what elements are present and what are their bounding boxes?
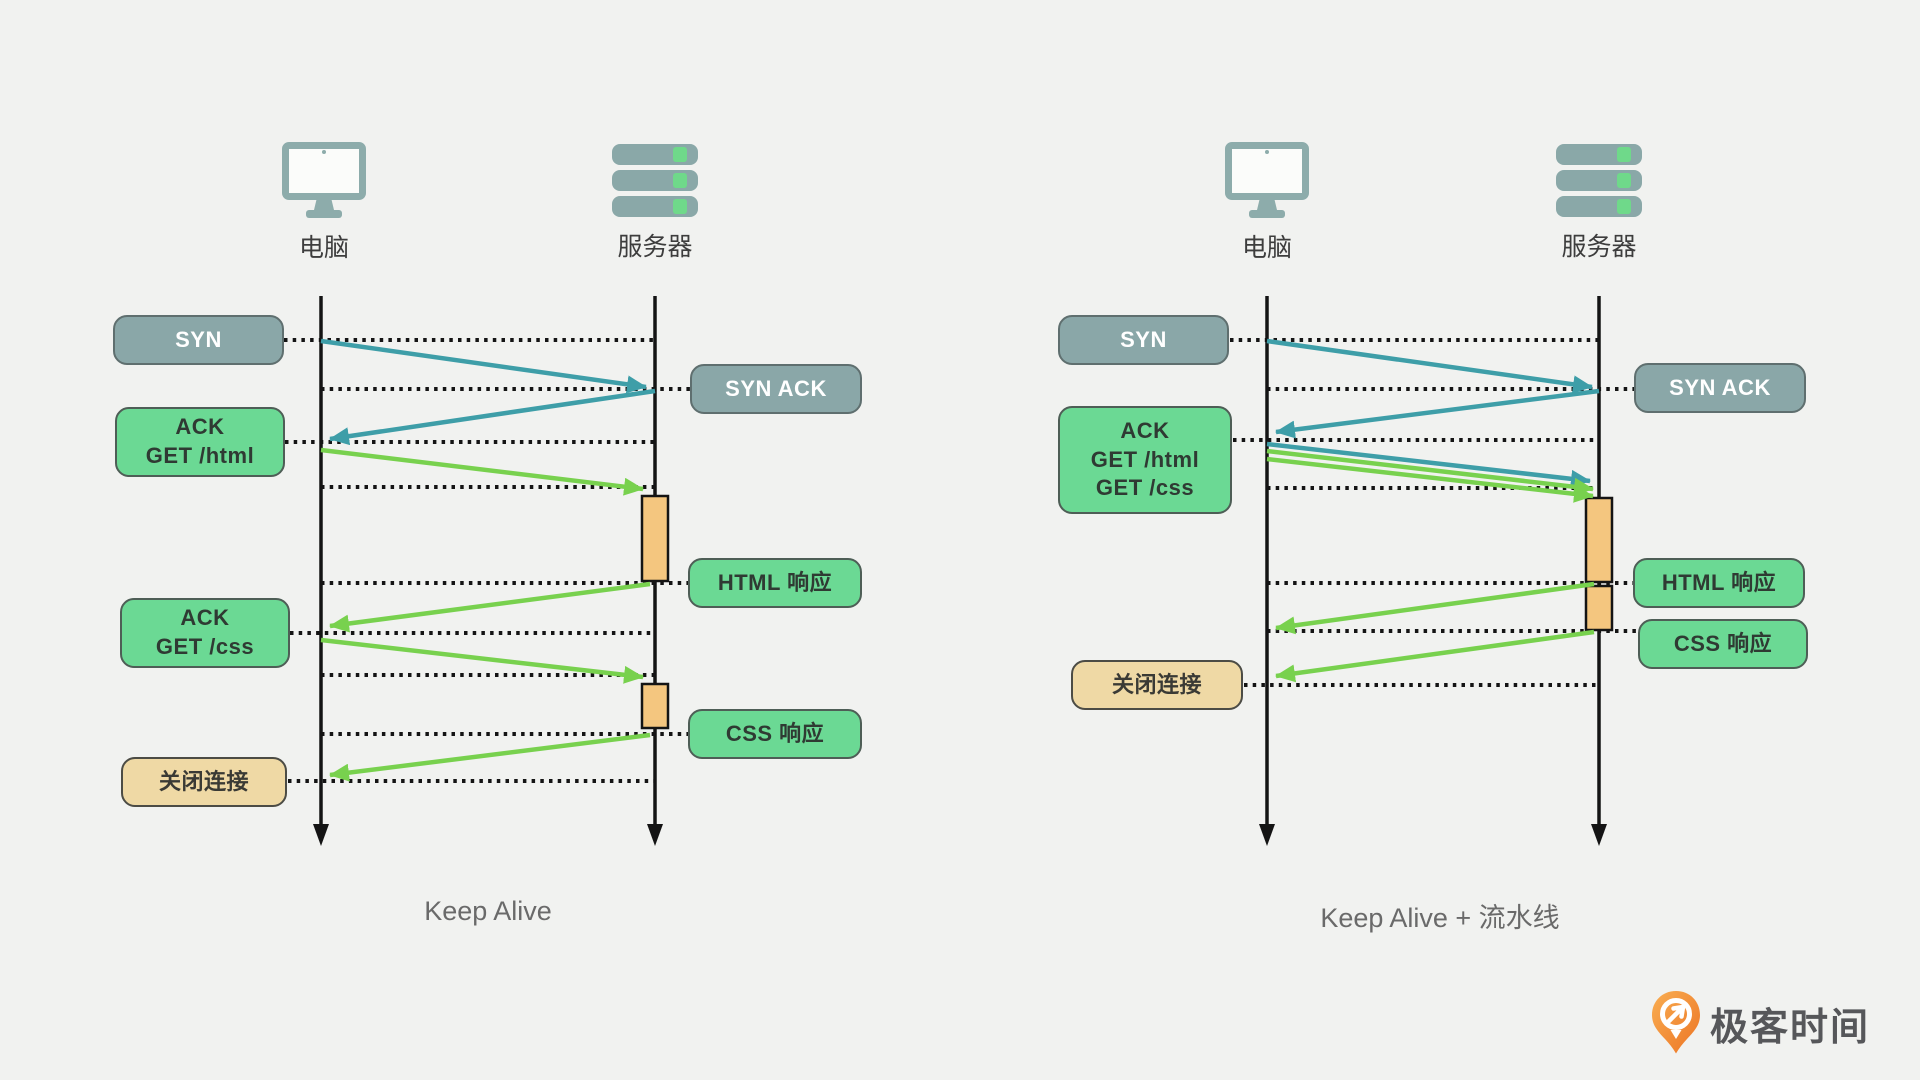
camera-dot-icon xyxy=(322,150,326,154)
right-caption: Keep Alive + 流水线 xyxy=(1320,903,1560,933)
server-led xyxy=(673,199,687,214)
server-bar xyxy=(612,170,698,191)
server-led xyxy=(673,173,687,188)
server-led xyxy=(1617,173,1631,188)
left-ack-get-html-badge: ACK GET /html xyxy=(115,407,285,477)
pin-notch xyxy=(1670,1030,1682,1039)
left-ack-line: ACK xyxy=(180,605,230,631)
right-synack-badge: SYN ACK xyxy=(1634,363,1806,413)
right-html-response-badge: HTML 响应 xyxy=(1633,558,1805,608)
server-led xyxy=(1617,147,1631,162)
left-syn-arrow xyxy=(320,338,647,394)
right-syn-badge-label: SYN xyxy=(1120,326,1167,352)
client-label: 电脑 xyxy=(298,234,349,262)
right-activation-box-css xyxy=(1584,584,1614,632)
right-syn-arrow xyxy=(1266,338,1593,394)
left-server-actor: 服务器 xyxy=(575,142,735,263)
left-get-css-line: GET /css xyxy=(155,634,255,659)
server-label: 服务器 xyxy=(1561,233,1637,261)
monitor-stand xyxy=(314,200,334,210)
server-bar xyxy=(612,196,698,217)
left-html-response-arrow xyxy=(329,581,651,633)
right-close-badge: 关闭连接 xyxy=(1071,660,1243,710)
left-activation-box-html xyxy=(640,494,670,583)
right-get-css-line: GET /css xyxy=(1095,475,1195,501)
left-caption: Keep Alive xyxy=(424,896,552,926)
computer-icon xyxy=(282,142,366,200)
left-ack-line: ACK xyxy=(175,414,225,440)
left-ack-get-css-badge: ACK GET /css xyxy=(120,598,290,668)
right-synack-badge-label: SYN ACK xyxy=(1669,374,1771,400)
right-close-label: 关闭连接 xyxy=(1111,671,1202,697)
right-css-response-badge: CSS 响应 xyxy=(1638,619,1808,669)
left-client-actor: 电脑 xyxy=(244,142,404,264)
monitor-base xyxy=(306,210,342,218)
right-activation-box-html xyxy=(1584,496,1614,584)
right-css-response-label: CSS 响应 xyxy=(1673,630,1773,656)
left-html-response-badge: HTML 响应 xyxy=(688,558,862,608)
left-synack-badge-label: SYN ACK xyxy=(725,375,827,401)
server-bar xyxy=(612,144,698,165)
server-led xyxy=(1617,199,1631,214)
left-close-badge: 关闭连接 xyxy=(121,757,287,807)
left-synack-badge: SYN ACK xyxy=(690,364,862,414)
right-synack-arrow xyxy=(1275,388,1600,439)
server-label: 服务器 xyxy=(617,233,693,261)
right-html-response-label: HTML 响应 xyxy=(1661,569,1777,595)
right-server-actor: 服务器 xyxy=(1519,142,1679,263)
client-label: 电脑 xyxy=(1241,234,1292,262)
server-bar xyxy=(1556,144,1642,165)
right-client-actor: 电脑 xyxy=(1187,142,1347,264)
server-icon xyxy=(1556,142,1642,217)
monitor-stand xyxy=(1257,200,1277,210)
pin-arrow xyxy=(1666,1004,1686,1024)
right-get-html-line: GET /html xyxy=(1090,446,1200,472)
left-get-css-arrow xyxy=(320,637,644,684)
camera-dot-icon xyxy=(1265,150,1269,154)
geektime-pin-icon xyxy=(1652,991,1700,1054)
right-ack-get-html-css-badge: ACK GET /html GET /css xyxy=(1058,406,1232,514)
pin-ring xyxy=(1660,998,1692,1030)
left-dotted-rows xyxy=(284,338,690,783)
geektime-logo-text: 极客时间 xyxy=(1710,1006,1871,1049)
left-css-response-arrow xyxy=(329,732,651,782)
server-led xyxy=(673,147,687,162)
right-get-html-arrow xyxy=(1266,448,1594,496)
server-bar xyxy=(1556,196,1642,217)
left-close-label: 关闭连接 xyxy=(158,768,249,794)
computer-icon xyxy=(1225,142,1309,200)
right-ack-arrow xyxy=(1266,441,1591,488)
left-css-response-label: CSS 响应 xyxy=(725,720,825,746)
right-css-response-arrow xyxy=(1275,629,1595,683)
left-synack-arrow xyxy=(329,388,656,446)
left-syn-badge-label: SYN xyxy=(175,326,222,352)
right-ack-line: ACK xyxy=(1120,418,1170,444)
right-html-response-arrow xyxy=(1275,581,1595,635)
monitor-base xyxy=(1249,210,1285,218)
geektime-logo: 极客时间 xyxy=(1650,990,1870,1056)
left-syn-badge: SYN xyxy=(113,315,284,365)
server-icon xyxy=(612,142,698,217)
left-html-response-label: HTML 响应 xyxy=(717,569,833,595)
server-bar xyxy=(1556,170,1642,191)
right-get-css-arrow xyxy=(1266,456,1594,503)
right-syn-badge: SYN xyxy=(1058,315,1229,365)
left-get-html-arrow xyxy=(320,447,644,496)
left-css-response-badge: CSS 响应 xyxy=(688,709,862,759)
left-activation-box-css xyxy=(640,682,670,730)
left-get-html-line: GET /html xyxy=(145,443,255,468)
